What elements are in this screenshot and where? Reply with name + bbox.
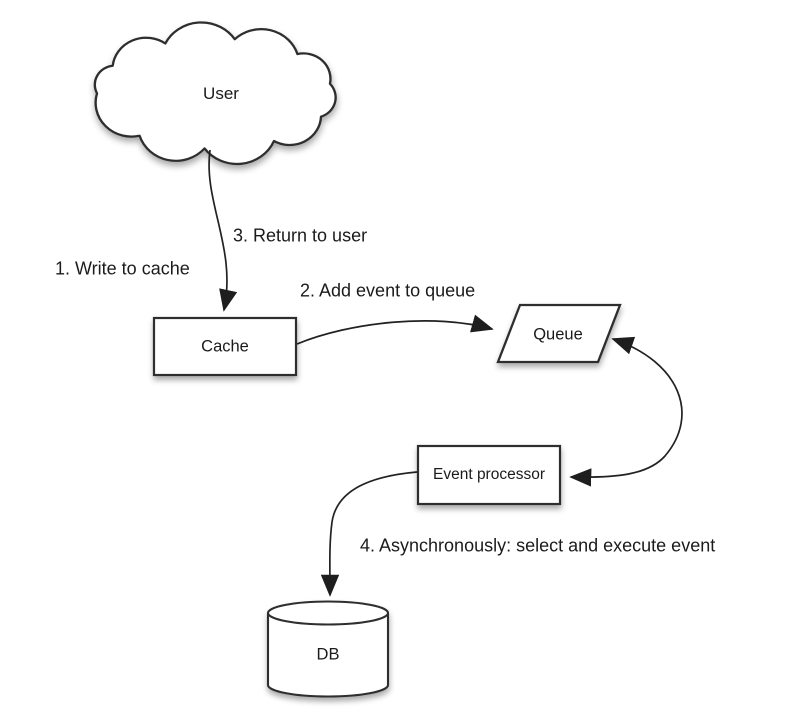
cache-node-label: Cache [201, 337, 249, 356]
db-cylinder-body [266, 613, 390, 698]
step4-edge-label: 4. Asynchronously: select and execute ev… [360, 535, 716, 556]
user-cloud-shape [93, 21, 337, 166]
edge-queue-event-processor [569, 336, 683, 487]
queue-node-label: Queue [533, 325, 583, 344]
edge-cache-to-queue [296, 314, 494, 345]
db-node-label: DB [316, 645, 340, 664]
queue-node-shape [496, 303, 622, 364]
event-processor-node-label: Event processor [433, 466, 545, 483]
user-node-label: User [203, 84, 239, 103]
edge-event-processor-to-db [320, 471, 418, 597]
step2-edge-label: 2. Add event to queue [300, 280, 476, 301]
db-cylinder-top [266, 600, 390, 626]
step1-edge-label: 1. Write to cache [55, 258, 190, 279]
cache-node-shape [152, 316, 298, 377]
event-processor-node-shape [416, 444, 562, 506]
step3-edge-label: 3. Return to user [233, 225, 368, 246]
db-cylinder-shape [266, 600, 390, 698]
edge-user-to-cache [208, 149, 238, 312]
